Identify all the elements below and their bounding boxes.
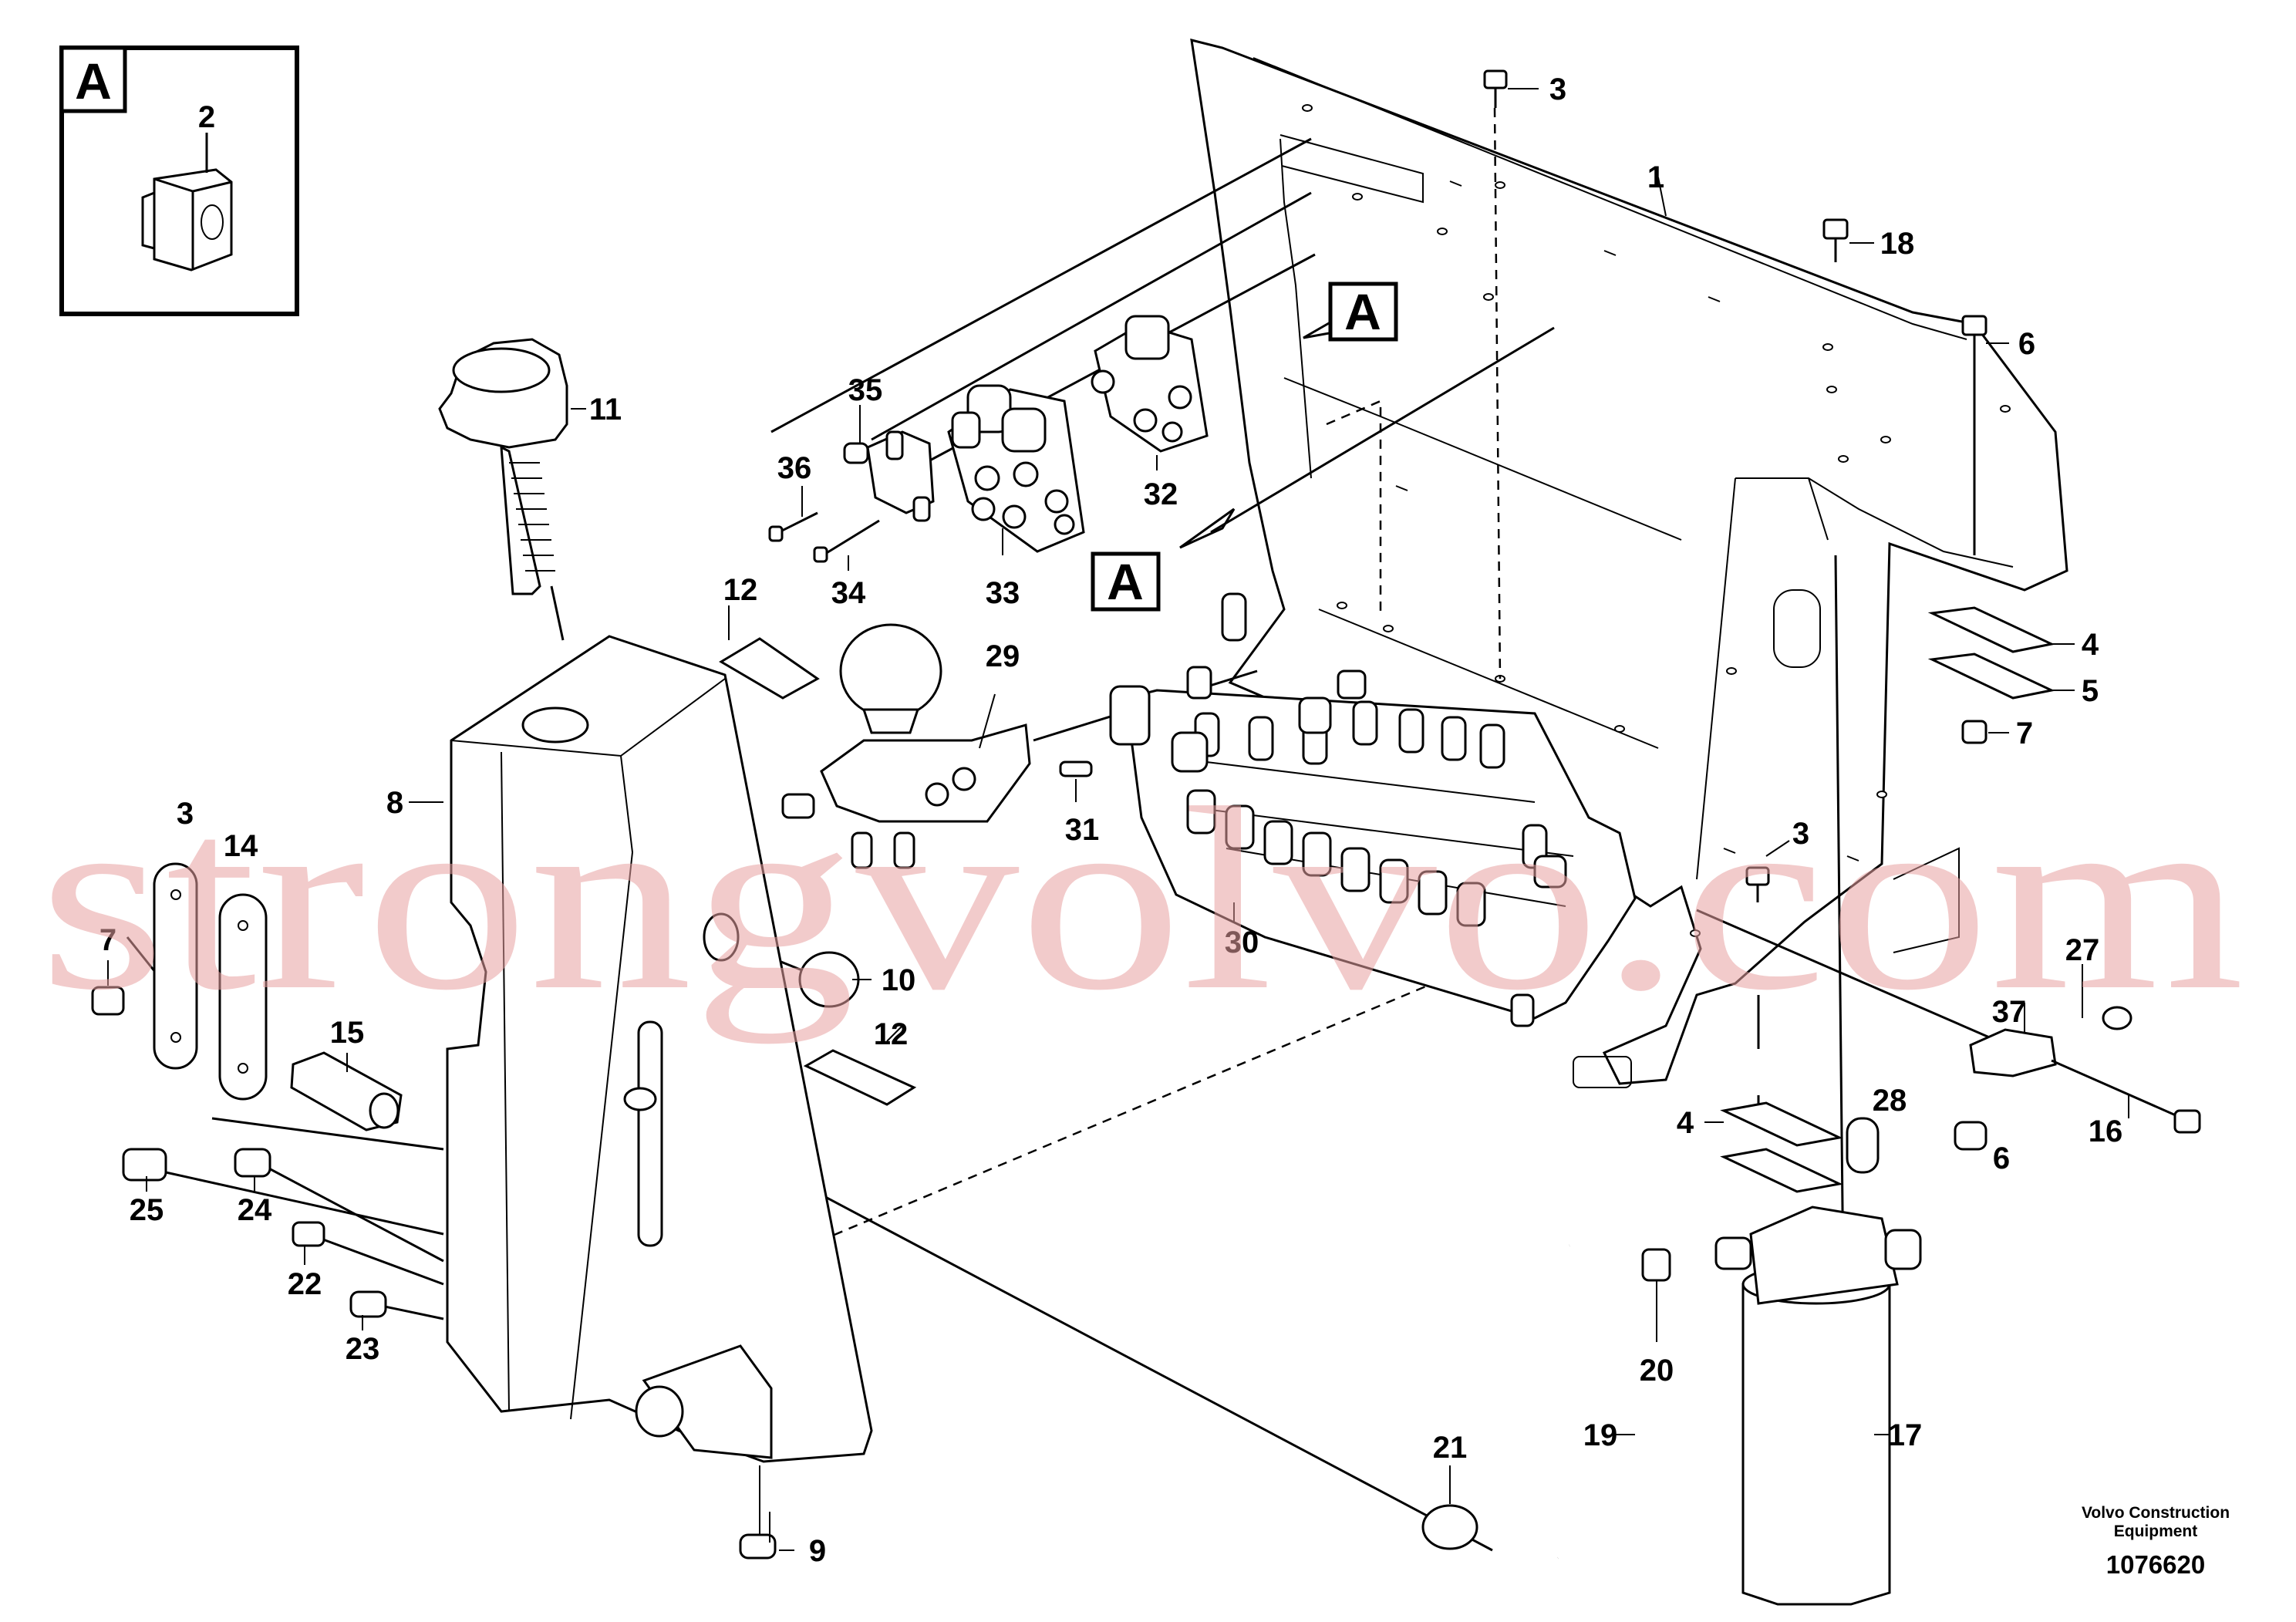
- callout-4-top: 4: [2082, 628, 2099, 662]
- callout-19: 19: [1583, 1418, 1618, 1452]
- callout-15: 15: [330, 1016, 365, 1050]
- callout-4-bottom: 4: [1677, 1106, 1694, 1140]
- callout-12-top: 12: [723, 573, 758, 607]
- part-25-fitting: [122, 1148, 167, 1182]
- part-23-fitting: [349, 1290, 387, 1318]
- part-32-valve: [1091, 315, 1209, 453]
- callout-5: 5: [2082, 674, 2099, 708]
- part-36-bolt: [768, 511, 818, 542]
- callout-7-left: 7: [99, 923, 116, 957]
- callout-12-bottom: 12: [874, 1017, 909, 1051]
- part-27-washer: [2102, 1006, 2132, 1030]
- callout-31: 31: [1065, 813, 1100, 847]
- part-21-clamp: [1421, 1504, 1478, 1550]
- callout-10: 10: [882, 963, 916, 997]
- callout-30: 30: [1225, 926, 1259, 959]
- part-28-plug: [1846, 1117, 1880, 1174]
- part-14-gasket: [218, 893, 268, 1101]
- part-31-bolt: [1059, 760, 1093, 777]
- part-34-bolt: [813, 519, 880, 563]
- reference-letter-top: A: [1344, 283, 1381, 340]
- part-15-sight-glass: [290, 1051, 403, 1131]
- callout-6-top: 6: [2018, 327, 2035, 361]
- part-20-clamp: [1641, 1248, 1671, 1282]
- callout-35: 35: [848, 373, 883, 407]
- part-17-filter: [1714, 1206, 1922, 1606]
- part-35-valve: [843, 430, 935, 522]
- callout-17: 17: [1888, 1418, 1923, 1452]
- callout-21: 21: [1433, 1431, 1468, 1465]
- callout-27: 27: [2065, 933, 2100, 967]
- callout-24: 24: [238, 1193, 272, 1227]
- part-11-breather: [438, 338, 568, 595]
- reference-marker-a-bottom: A: [1091, 551, 1161, 612]
- title-block: Volvo Construction Equipment 1076620: [2082, 1504, 2230, 1579]
- callout-14: 14: [224, 829, 258, 863]
- callout-6-bottom: 6: [1993, 1141, 2010, 1175]
- part-24-fitting: [234, 1148, 271, 1178]
- inset-letter: A: [75, 52, 112, 110]
- callout-3-right: 3: [1792, 817, 1809, 851]
- credit-line-1: Volvo Construction: [2082, 1504, 2230, 1522]
- part-12-label-upper: [719, 637, 820, 700]
- callout-34: 34: [831, 576, 866, 610]
- part-18-bolt: [1822, 218, 1849, 262]
- part-13-gasket: [153, 862, 198, 1070]
- callout-8: 8: [386, 786, 403, 820]
- part-16-bolt: [2051, 1059, 2201, 1134]
- callout-20: 20: [1640, 1354, 1674, 1388]
- part-1-frame: [1190, 38, 2068, 1088]
- reference-letter-bottom: A: [1107, 553, 1144, 610]
- part-37-bracket: [1969, 1028, 2057, 1077]
- callout-3-top: 3: [1549, 73, 1566, 106]
- part-4-shim-lower: [1720, 1101, 1843, 1147]
- callout-22: 22: [288, 1267, 322, 1301]
- callout-37: 37: [1992, 995, 2027, 1029]
- callout-1: 1: [1647, 160, 1664, 194]
- part-12-label-lower: [803, 1049, 917, 1106]
- part-3-bolt-right: [1745, 866, 1770, 902]
- callout-36: 36: [777, 451, 812, 485]
- callout-11: 11: [589, 393, 622, 427]
- leader-lines: [126, 107, 2052, 1552]
- reference-marker-a-top: A: [1328, 282, 1398, 342]
- callout-numbers: 2 1 3 18 6 4 5 7 3 4 37 27 28 6 16 17 20…: [99, 73, 2122, 1568]
- callout-18: 18: [1880, 227, 1915, 261]
- part-2-clip: [141, 133, 233, 271]
- callout-7-right: 7: [2016, 717, 2033, 750]
- part-26-fitting: [1954, 1121, 1988, 1151]
- callout-9: 9: [809, 1534, 826, 1568]
- drawing-number: 1076620: [2106, 1550, 2205, 1579]
- callout-2: 2: [198, 100, 215, 134]
- watermark-text: strongvolvo.com: [39, 754, 2244, 1044]
- callout-25: 25: [130, 1193, 164, 1227]
- part-7-nut-right: [1961, 720, 1988, 744]
- part-30-control-valve: [1109, 592, 1637, 1027]
- callout-13: 3: [177, 797, 194, 831]
- credit-line-2: Equipment: [2114, 1523, 2198, 1540]
- inset-detail-a: A: [59, 46, 299, 316]
- part-6-bolt-top: [1961, 315, 1988, 359]
- callout-32: 32: [1144, 477, 1178, 511]
- part-4-shim-upper: [1927, 606, 2055, 653]
- part-19-hose: [1518, 1235, 1606, 1570]
- part-8-tank: [446, 635, 873, 1560]
- part-22-fitting: [292, 1221, 325, 1247]
- callout-23: 23: [346, 1332, 380, 1366]
- part-33-valve: [947, 384, 1085, 553]
- callout-leaders: [107, 88, 2129, 1551]
- part-3-bolt-top: [1483, 69, 1508, 108]
- part-5-shim: [1927, 653, 2055, 700]
- part-29-accumulator: [781, 623, 1031, 869]
- callout-33: 33: [986, 576, 1020, 610]
- callout-29: 29: [986, 639, 1020, 673]
- callout-28: 28: [1873, 1084, 1907, 1118]
- callout-16: 16: [2089, 1114, 2123, 1148]
- part-5-shim-lower: [1720, 1148, 1843, 1193]
- part-7-nut-left: [91, 986, 125, 1016]
